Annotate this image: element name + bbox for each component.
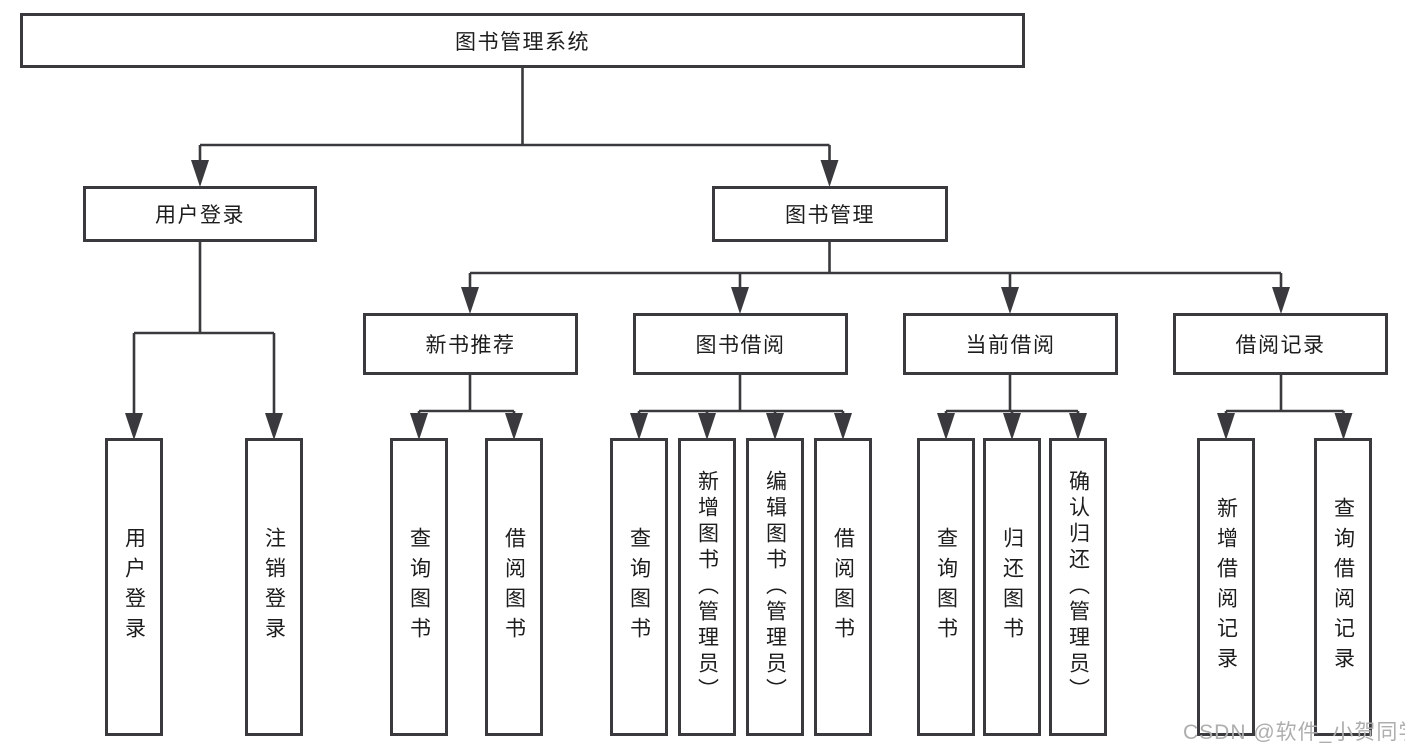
leaf-borrow-borrow-books-label: 借阅图书 — [831, 527, 855, 647]
node-borrow-record-label: 借阅记录 — [1235, 334, 1326, 357]
arrowhead — [191, 160, 209, 187]
leaf-logout-login: 注销登录 — [245, 438, 303, 736]
leaf-user-login: 用户登录 — [105, 438, 163, 736]
node-root: 图书管理系统 — [20, 13, 1025, 68]
leaf-recommend-borrow-books: 借阅图书 — [485, 438, 543, 736]
leaf-borrow-borrow-books: 借阅图书 — [814, 438, 872, 736]
leaf-current-return-books-label: 归还图书 — [1000, 527, 1024, 647]
leaf-recommend-borrow-books-label: 借阅图书 — [502, 527, 526, 647]
node-new-book-recommend-label: 新书推荐 — [425, 334, 516, 357]
leaf-record-add-label: 新增借阅记录 — [1214, 497, 1238, 677]
connector-book-management — [468, 242, 1283, 289]
leaf-record-query-label: 查询借阅记录 — [1331, 497, 1355, 677]
leaf-record-query: 查询借阅记录 — [1314, 438, 1372, 736]
node-root-label: 图书管理系统 — [455, 30, 590, 54]
arrowhead — [1003, 413, 1021, 440]
node-new-book-recommend: 新书推荐 — [363, 313, 578, 375]
arrowhead — [1001, 287, 1019, 314]
connector-root — [198, 68, 831, 162]
node-current-borrow-label: 当前借阅 — [965, 334, 1056, 357]
arrowhead — [461, 287, 479, 314]
arrowhead — [125, 413, 143, 440]
leaf-borrow-edit-books-admin: 编辑图书（管理员） — [746, 438, 804, 736]
arrowhead — [1069, 413, 1087, 440]
node-user-login-label: 用户登录 — [155, 204, 245, 227]
leaf-current-confirm-return-admin: 确认归还（管理员） — [1049, 438, 1107, 736]
arrowhead — [410, 413, 428, 440]
leaf-recommend-query-books: 查询图书 — [390, 438, 448, 736]
leaf-current-query-books-label: 查询图书 — [934, 527, 958, 647]
leaf-user-login-label: 用户登录 — [122, 527, 146, 647]
node-borrow-record: 借阅记录 — [1173, 313, 1388, 375]
arrowhead — [630, 413, 648, 440]
connector-new-book-recommend — [417, 375, 516, 415]
watermark: CSDN @软件_小贺同学 — [1183, 721, 1405, 744]
arrowhead — [265, 413, 283, 440]
leaf-recommend-query-books-label: 查询图书 — [407, 527, 431, 647]
leaf-borrow-edit-books-admin-label: 编辑图书（管理员） — [763, 470, 787, 704]
node-current-borrow: 当前借阅 — [903, 313, 1118, 375]
leaf-logout-login-label: 注销登录 — [262, 527, 286, 647]
leaf-record-add: 新增借阅记录 — [1197, 438, 1255, 736]
node-book-borrow-label: 图书借阅 — [695, 334, 786, 357]
node-user-login: 用户登录 — [83, 186, 317, 242]
leaf-current-return-books: 归还图书 — [983, 438, 1041, 736]
leaf-current-query-books: 查询图书 — [917, 438, 975, 736]
arrowhead — [1272, 287, 1290, 314]
arrowhead — [731, 287, 749, 314]
arrowhead — [937, 413, 955, 440]
leaf-borrow-add-books-admin: 新增图书（管理员） — [678, 438, 736, 736]
arrowhead — [1334, 413, 1353, 440]
leaf-current-confirm-return-admin-label: 确认归还（管理员） — [1066, 470, 1090, 704]
leaf-borrow-query-books-label: 查询图书 — [627, 527, 651, 647]
arrowhead — [1217, 413, 1235, 440]
connector-borrow-record — [1224, 375, 1345, 415]
node-book-borrow: 图书借阅 — [633, 313, 848, 375]
leaf-borrow-query-books: 查询图书 — [610, 438, 668, 736]
arrowhead — [834, 413, 852, 440]
connector-current-borrow — [944, 375, 1080, 415]
arrowhead — [505, 413, 523, 440]
leaf-borrow-add-books-admin-label: 新增图书（管理员） — [695, 470, 719, 704]
node-book-management: 图书管理 — [712, 186, 948, 242]
arrowhead — [766, 413, 784, 440]
connector-user-login — [132, 242, 276, 415]
arrowheads — [125, 160, 1353, 440]
node-book-management-label: 图书管理 — [785, 204, 875, 227]
arrowhead — [820, 160, 839, 187]
connector-book-borrow — [637, 375, 845, 415]
arrowhead — [698, 413, 716, 440]
